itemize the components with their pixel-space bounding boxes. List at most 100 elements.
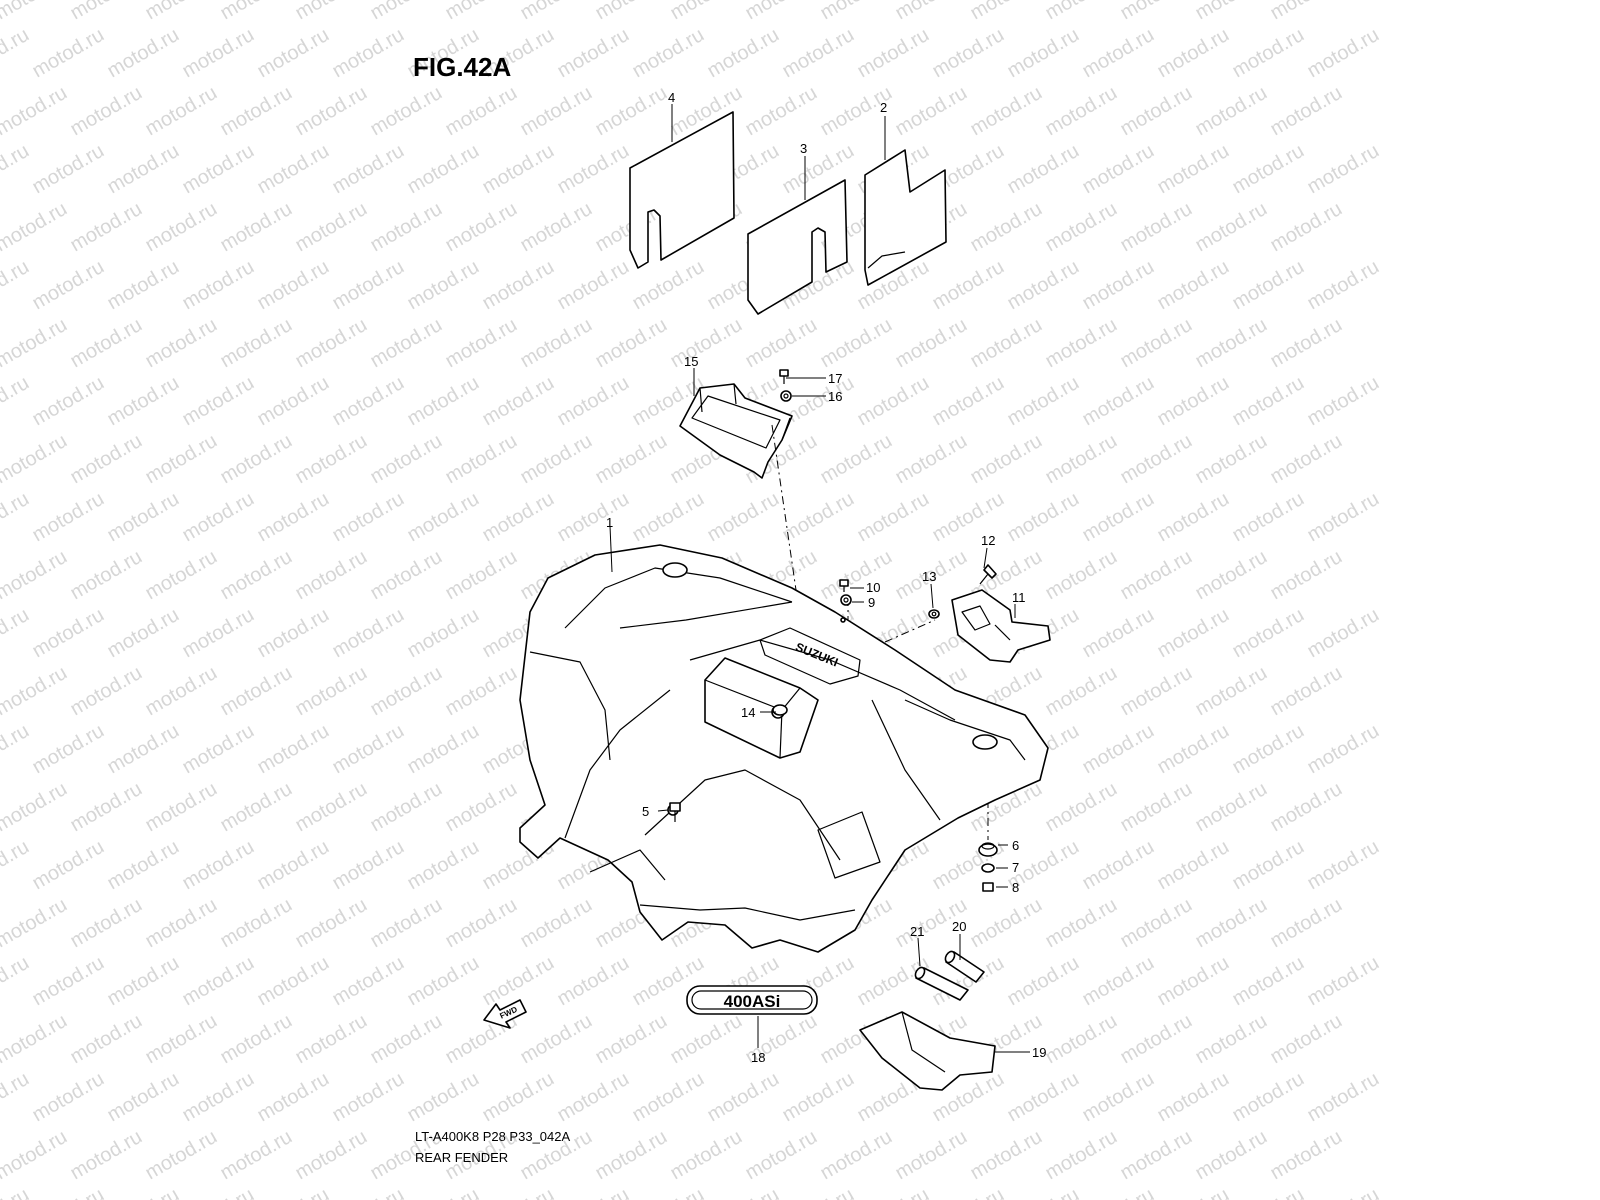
watermark-text: motod.ru bbox=[1004, 24, 1083, 83]
watermark-text: motod.ru bbox=[554, 372, 633, 431]
part-1-rear-fender: SUZUKI bbox=[519, 544, 1049, 953]
watermark-text: motod.ru bbox=[329, 1184, 408, 1200]
watermark-text: motod.ru bbox=[404, 256, 483, 315]
watermark-text: motod.ru bbox=[967, 314, 1046, 373]
watermark-text: motod.ru bbox=[179, 488, 258, 547]
watermark-text: motod.ru bbox=[0, 894, 71, 953]
watermark-text: motod.ru bbox=[1042, 1010, 1121, 1069]
watermark-text: motod.ru bbox=[0, 24, 33, 83]
part-4-label-panel bbox=[629, 111, 735, 269]
watermark-text: motod.ru bbox=[1154, 488, 1233, 547]
watermark-text: motod.ru bbox=[1004, 140, 1083, 199]
watermark-text: motod.ru bbox=[1304, 604, 1383, 663]
part-11-bracket bbox=[951, 589, 1051, 663]
watermark-text: motod.ru bbox=[0, 82, 71, 141]
watermark-text: motod.ru bbox=[404, 952, 483, 1011]
callout-10: 10 bbox=[866, 580, 880, 595]
watermark-text: motod.ru bbox=[292, 1010, 371, 1069]
watermark-text: motod.ru bbox=[292, 546, 371, 605]
watermark-text: motod.ru bbox=[329, 140, 408, 199]
watermark-text: motod.ru bbox=[1042, 662, 1121, 721]
watermark-text: motod.ru bbox=[854, 24, 933, 83]
watermark-text: motod.ru bbox=[1192, 430, 1271, 489]
watermark-text: motod.ru bbox=[329, 604, 408, 663]
watermark-text: motod.ru bbox=[0, 604, 33, 663]
callout-1: 1 bbox=[606, 515, 613, 530]
watermark-text: motod.ru bbox=[329, 24, 408, 83]
watermark-text: motod.ru bbox=[442, 314, 521, 373]
watermark-text: motod.ru bbox=[442, 778, 521, 837]
part-2-label-panel bbox=[864, 149, 947, 286]
watermark-text: motod.ru bbox=[1192, 1010, 1271, 1069]
watermark-text: motod.ru bbox=[517, 1010, 596, 1069]
watermark-text: motod.ru bbox=[1042, 0, 1121, 24]
watermark-text: motod.ru bbox=[0, 430, 71, 489]
watermark-text: motod.ru bbox=[67, 198, 146, 257]
watermark-text: motod.ru bbox=[142, 546, 221, 605]
watermark-text: motod.ru bbox=[104, 604, 183, 663]
watermark-text: motod.ru bbox=[217, 894, 296, 953]
watermark-text: motod.ru bbox=[967, 198, 1046, 257]
watermark-text: motod.ru bbox=[1267, 1010, 1346, 1069]
watermark-text: motod.ru bbox=[479, 256, 558, 315]
watermark-text: motod.ru bbox=[254, 372, 333, 431]
watermark-text: motod.ru bbox=[292, 0, 371, 24]
watermark-text: motod.ru bbox=[292, 662, 371, 721]
watermark-text: motod.ru bbox=[1042, 894, 1121, 953]
callout-7: 7 bbox=[1012, 860, 1019, 875]
watermark-text: motod.ru bbox=[629, 1184, 708, 1200]
watermark-text: motod.ru bbox=[1192, 778, 1271, 837]
watermark-text: motod.ru bbox=[0, 1184, 33, 1200]
watermark-text: motod.ru bbox=[1004, 1068, 1083, 1127]
watermark-text: motod.ru bbox=[104, 372, 183, 431]
watermark-text: motod.ru bbox=[1079, 24, 1158, 83]
watermark-text: motod.ru bbox=[667, 1010, 746, 1069]
watermark-text: motod.ru bbox=[217, 1010, 296, 1069]
watermark-text: motod.ru bbox=[254, 604, 333, 663]
watermark-text: motod.ru bbox=[0, 1010, 71, 1069]
assembly-line-tray bbox=[771, 424, 813, 701]
watermark-text: motod.ru bbox=[554, 256, 633, 315]
watermark-text: motod.ru bbox=[367, 546, 446, 605]
callout-2: 2 bbox=[880, 100, 887, 115]
watermark-text: motod.ru bbox=[29, 604, 108, 663]
watermark-text: motod.ru bbox=[1042, 82, 1121, 141]
watermark-text: motod.ru bbox=[67, 0, 146, 24]
watermark-text: motod.ru bbox=[592, 1126, 671, 1185]
watermark-text: motod.ru bbox=[929, 488, 1008, 547]
watermark-text: motod.ru bbox=[1042, 546, 1121, 605]
watermark-text: motod.ru bbox=[179, 24, 258, 83]
watermark-text: motod.ru bbox=[1154, 1068, 1233, 1127]
watermark-text: motod.ru bbox=[142, 778, 221, 837]
watermark-text: motod.ru bbox=[1229, 720, 1308, 779]
watermark-text: motod.ru bbox=[1154, 836, 1233, 895]
watermark-text: motod.ru bbox=[1154, 372, 1233, 431]
watermark-text: motod.ru bbox=[217, 1126, 296, 1185]
watermark-text: motod.ru bbox=[554, 140, 633, 199]
watermark-text: motod.ru bbox=[292, 314, 371, 373]
watermark-text: motod.ru bbox=[1304, 1068, 1383, 1127]
watermark-text: motod.ru bbox=[367, 82, 446, 141]
watermark-text: motod.ru bbox=[404, 140, 483, 199]
watermark-text: motod.ru bbox=[104, 720, 183, 779]
watermark-text: motod.ru bbox=[1154, 24, 1233, 83]
watermark-text: motod.ru bbox=[367, 894, 446, 953]
watermark-text: motod.ru bbox=[479, 488, 558, 547]
watermark-text: motod.ru bbox=[0, 372, 33, 431]
watermark-text: motod.ru bbox=[629, 1068, 708, 1127]
watermark-text: motod.ru bbox=[817, 1126, 896, 1185]
watermark-text: motod.ru bbox=[29, 836, 108, 895]
watermark-text: motod.ru bbox=[104, 1184, 183, 1200]
watermark-text: motod.ru bbox=[29, 256, 108, 315]
watermark-text: motod.ru bbox=[967, 0, 1046, 24]
watermark-text: motod.ru bbox=[1304, 256, 1383, 315]
watermark-text: motod.ru bbox=[1304, 1184, 1383, 1200]
watermark-text: motod.ru bbox=[29, 1184, 108, 1200]
watermark-text: motod.ru bbox=[292, 1126, 371, 1185]
watermark-text: motod.ru bbox=[1079, 256, 1158, 315]
watermark-text: motod.ru bbox=[367, 1010, 446, 1069]
watermark-text: motod.ru bbox=[1229, 1068, 1308, 1127]
watermark-text: motod.ru bbox=[67, 546, 146, 605]
watermark-text: motod.ru bbox=[179, 952, 258, 1011]
